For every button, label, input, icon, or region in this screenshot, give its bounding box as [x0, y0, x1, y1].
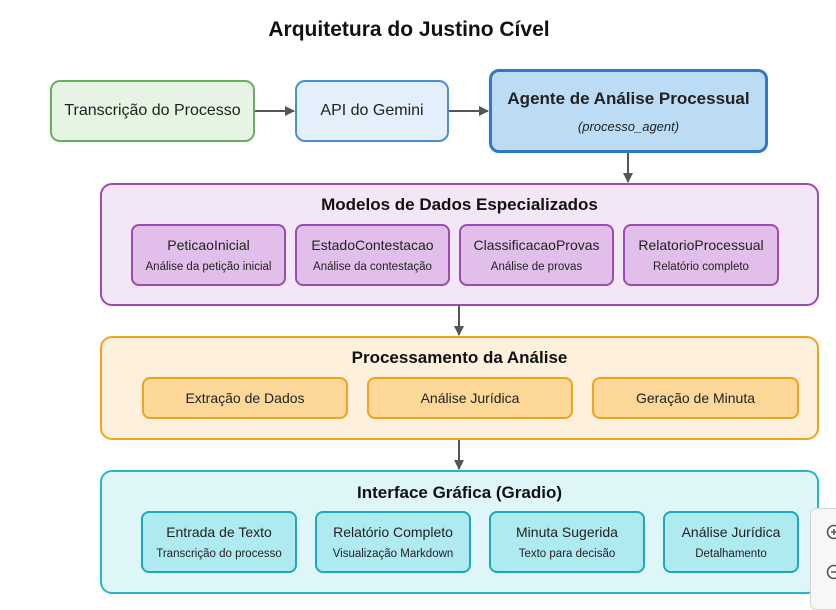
- interface-item-name: Entrada de Texto: [166, 524, 272, 540]
- processing-group-title: Processamento da Análise: [102, 348, 817, 368]
- zoom-in-icon: [825, 523, 836, 545]
- process-step-extracao: Extração de Dados: [142, 377, 348, 419]
- interface-group-title: Interface Gráfica (Gradio): [102, 483, 817, 503]
- model-desc: Relatório completo: [653, 261, 749, 273]
- model-name: ClassificacaoProvas: [473, 237, 599, 253]
- zoom-out-button[interactable]: [825, 563, 836, 585]
- process-step-label: Geração de Minuta: [636, 390, 755, 406]
- agent-node: Agente de Análise Processual (processo_a…: [489, 69, 768, 153]
- model-desc: Análise da petição inicial: [146, 261, 272, 273]
- process-step-label: Análise Jurídica: [421, 390, 520, 406]
- agent-title: Agente de Análise Processual: [507, 89, 749, 109]
- process-step-minuta: Geração de Minuta: [592, 377, 799, 419]
- interface-relatorio-completo: Relatório Completo Visualização Markdown: [315, 511, 471, 573]
- api-label: API do Gemini: [320, 102, 423, 120]
- process-step-analise: Análise Jurídica: [367, 377, 573, 419]
- model-peticao-inicial: PeticaoInicial Análise da petição inicia…: [131, 224, 286, 286]
- model-estado-contestacao: EstadoContestacao Análise da contestação: [295, 224, 450, 286]
- process-step-label: Extração de Dados: [185, 390, 304, 406]
- transcription-label: Transcrição do Processo: [64, 102, 240, 120]
- model-relatorio-processual: RelatorioProcessual Relatório completo: [623, 224, 779, 286]
- model-desc: Análise de provas: [491, 261, 582, 273]
- interface-item-name: Análise Jurídica: [682, 524, 781, 540]
- model-desc: Análise da contestação: [313, 261, 432, 273]
- interface-entrada-texto: Entrada de Texto Transcrição do processo: [141, 511, 297, 573]
- model-name: PeticaoInicial: [167, 237, 250, 253]
- transcription-node: Transcrição do Processo: [50, 80, 255, 142]
- interface-minuta-sugerida: Minuta Sugerida Texto para decisão: [489, 511, 645, 573]
- model-name: RelatorioProcessual: [638, 237, 763, 253]
- zoom-out-icon: [825, 563, 836, 585]
- interface-item-desc: Detalhamento: [695, 548, 767, 560]
- zoom-in-button[interactable]: [825, 523, 836, 545]
- interface-item-desc: Texto para decisão: [519, 548, 616, 560]
- model-name: EstadoContestacao: [311, 237, 433, 253]
- models-group-title: Modelos de Dados Especializados: [102, 195, 817, 215]
- agent-subtitle: (processo_agent): [578, 119, 679, 134]
- interface-item-desc: Transcrição do processo: [156, 548, 282, 560]
- model-classificacao-provas: ClassificacaoProvas Análise de provas: [459, 224, 614, 286]
- interface-item-desc: Visualização Markdown: [333, 548, 454, 560]
- api-node: API do Gemini: [295, 80, 449, 142]
- zoom-controls: [810, 508, 836, 610]
- interface-item-name: Relatório Completo: [333, 524, 453, 540]
- interface-analise-juridica: Análise Jurídica Detalhamento: [663, 511, 799, 573]
- interface-item-name: Minuta Sugerida: [516, 524, 618, 540]
